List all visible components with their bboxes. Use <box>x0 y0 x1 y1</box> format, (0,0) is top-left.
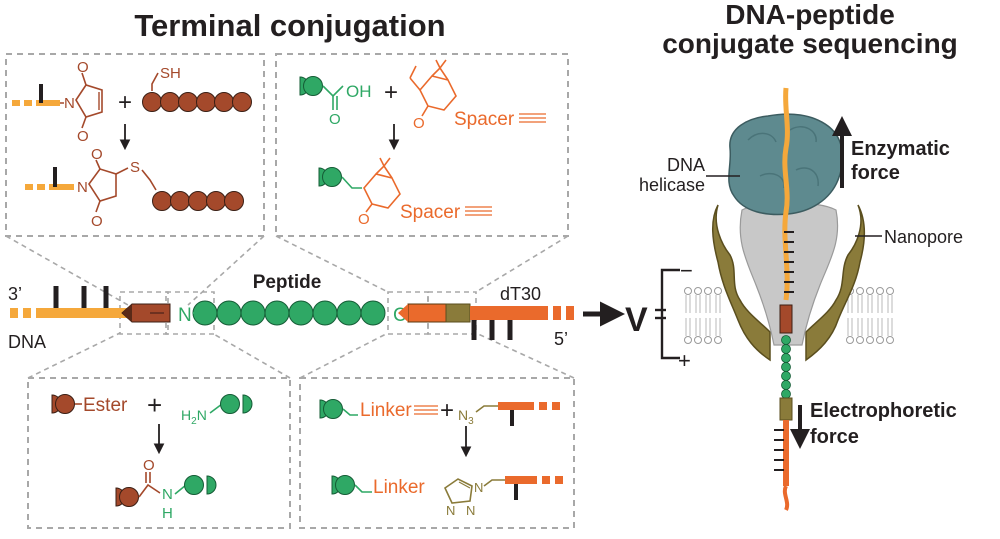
spacer-product-label: Spacer <box>400 202 461 223</box>
plus-sign: + <box>118 89 132 116</box>
ester-product: O N H <box>115 457 217 522</box>
amide-h: H <box>162 505 173 522</box>
title-sequencing-line2: conjugate sequencing <box>662 28 958 59</box>
strand-n-terminus: N <box>178 305 192 326</box>
voltage-symbol: V <box>625 301 648 339</box>
title-terminal-conjugation: Terminal conjugation <box>134 8 445 43</box>
thioether-s: S <box>130 159 140 176</box>
plus-sign: + <box>384 79 398 106</box>
strand-dna-label: DNA <box>8 332 46 352</box>
triazole-n1: N <box>474 480 483 495</box>
panel-click <box>299 332 575 529</box>
nanopore-label: Nanopore <box>884 227 963 247</box>
helicase-label-line1: DNA <box>667 155 705 175</box>
panel-carboxyl <box>275 53 569 293</box>
strand-5prime: 5’ <box>554 329 568 349</box>
enzymatic-label-line2: force <box>851 162 900 184</box>
electro-label-line1: Electrophoretic <box>810 400 957 422</box>
spacer-product-o: O <box>358 211 370 228</box>
ester-reactants: Ester + H2N <box>51 390 253 455</box>
linker-label: Linker <box>360 400 412 421</box>
plus-sign: + <box>440 397 454 424</box>
strand-dt30-label: dT30 <box>500 284 541 304</box>
electro-label-line2: force <box>810 426 859 448</box>
voltage-plus: + <box>678 348 691 373</box>
thiol-sh: SH <box>160 65 181 82</box>
strand-peptide-label: Peptide <box>253 272 322 293</box>
maleimide-product: N O O S <box>25 146 244 230</box>
strand-3prime: 3’ <box>8 284 22 304</box>
amide-o: O <box>143 457 155 474</box>
succinimide-o-bottom: O <box>91 213 103 230</box>
helicase-label-line2: helicase <box>639 175 705 195</box>
electrophoretic-force: Electrophoretic force <box>790 400 957 449</box>
maleimide-o-top: O <box>77 59 89 76</box>
membrane <box>684 287 894 344</box>
strand-box-c-left <box>387 291 429 335</box>
carboxyl-reactants: OH O + O Spacer <box>299 59 546 151</box>
carboxyl-oh: OH <box>346 82 372 101</box>
plus-sign: + <box>147 390 162 420</box>
voltage-indicator: V − + <box>625 258 693 373</box>
triazole-n3: N <box>446 503 455 518</box>
enzymatic-force: Enzymatic force <box>832 116 950 188</box>
maleimide-o-bottom: O <box>77 128 89 145</box>
dna-peptide-conjugate: 3’ DNA N Peptide C dT30 5’ <box>8 272 576 352</box>
title-sequencing-line1: DNA-peptide <box>725 0 895 30</box>
ester-label: Ester <box>83 395 128 416</box>
linker-product-label: Linker <box>373 477 425 498</box>
spacer-label: Spacer <box>454 109 515 130</box>
helicase-callout: DNA helicase <box>639 155 740 195</box>
panel-ester <box>27 332 291 529</box>
carboxyl-o: O <box>329 111 341 128</box>
maleimide-n: N <box>64 95 75 112</box>
enzymatic-label-line1: Enzymatic <box>851 138 950 160</box>
click-reactants: Linker + N3 <box>319 397 565 458</box>
panel-maleimide <box>5 53 265 306</box>
triazole-n2: N <box>466 503 475 518</box>
spacer-o: O <box>413 115 425 132</box>
carboxyl-product: O Spacer <box>318 157 492 228</box>
azide-n3: N3 <box>458 407 474 427</box>
succinimide-n: N <box>77 179 88 196</box>
maleimide-reactants: N O O + SH <box>12 59 252 151</box>
click-product: Linker N N N <box>331 475 565 518</box>
amide-n: N <box>162 486 173 503</box>
nanopore-callout: Nanopore <box>855 227 963 247</box>
voltage-minus: − <box>680 258 693 283</box>
threading-strand <box>774 87 794 511</box>
succinimide-o-top: O <box>91 146 103 163</box>
amine-h: H2N <box>181 407 207 427</box>
